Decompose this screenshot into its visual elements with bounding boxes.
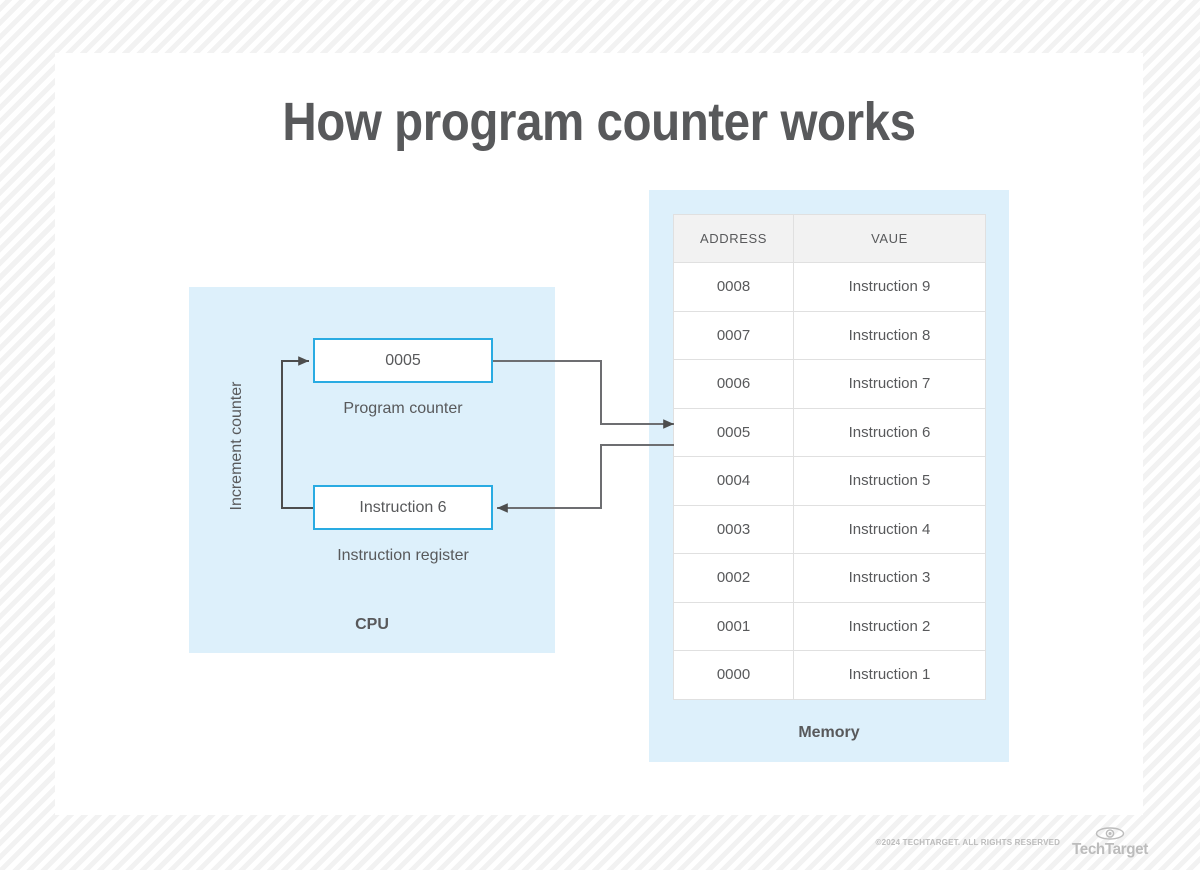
memory-address-cell: 0000 (673, 650, 794, 700)
page-title: How program counter works (282, 92, 916, 152)
memory-label: Memory (798, 724, 860, 741)
instruction-register-value: Instruction 6 (359, 498, 447, 516)
memory-value-cell: Instruction 8 (793, 310, 986, 360)
memory-address-cell: 0007 (673, 310, 794, 360)
instruction-register-box: Instruction 6 (313, 485, 493, 530)
memory-address-cell: 0005 (673, 407, 794, 457)
memory-value-cell: Instruction 5 (793, 456, 986, 506)
memory-value-cell: Instruction 6 (793, 407, 986, 457)
increment-counter-label: Increment counter (228, 381, 245, 511)
content-card: How program counter works Increment coun… (55, 53, 1143, 815)
column-header-address: ADDRESS (673, 214, 794, 263)
memory-address-cell: 0002 (673, 553, 794, 603)
techtarget-wordmark: TechTarget (1072, 840, 1149, 858)
memory-value-cell: Instruction 1 (793, 650, 986, 700)
instruction-register-caption: Instruction register (337, 547, 469, 564)
memory-table-head: ADDRESS VAUE (673, 214, 986, 263)
memory-address-cell: 0001 (673, 601, 794, 651)
memory-address-cell: 0003 (673, 504, 794, 554)
memory-value-cell: Instruction 2 (793, 601, 986, 651)
cpu-panel: Increment counter 0005 Program counter I… (189, 287, 555, 653)
column-header-value: VAUE (793, 214, 986, 263)
memory-address-cell: 0004 (673, 456, 794, 506)
program-counter-value: 0005 (385, 351, 421, 369)
copyright-text: ©2024 TECHTARGET. ALL RIGHTS RESERVED (875, 838, 1061, 847)
memory-value-cell: Instruction 4 (793, 504, 986, 554)
memory-table-header-row: ADDRESS VAUE (673, 214, 986, 263)
cpu-label: CPU (355, 616, 389, 633)
memory-value-cell: Instruction 3 (793, 553, 986, 603)
memory-value-cell: Instruction 9 (793, 262, 986, 312)
memory-address-cell: 0008 (673, 262, 794, 312)
eye-icon (1095, 826, 1125, 840)
program-counter-box: 0005 (313, 338, 493, 383)
footer: ©2024 TECHTARGET. ALL RIGHTS RESERVED Te… (0, 815, 1200, 870)
program-counter-caption: Program counter (343, 400, 463, 417)
memory-value-cell: Instruction 7 (793, 359, 986, 409)
memory-address-cell: 0006 (673, 359, 794, 409)
techtarget-logo: TechTarget (1070, 826, 1150, 859)
